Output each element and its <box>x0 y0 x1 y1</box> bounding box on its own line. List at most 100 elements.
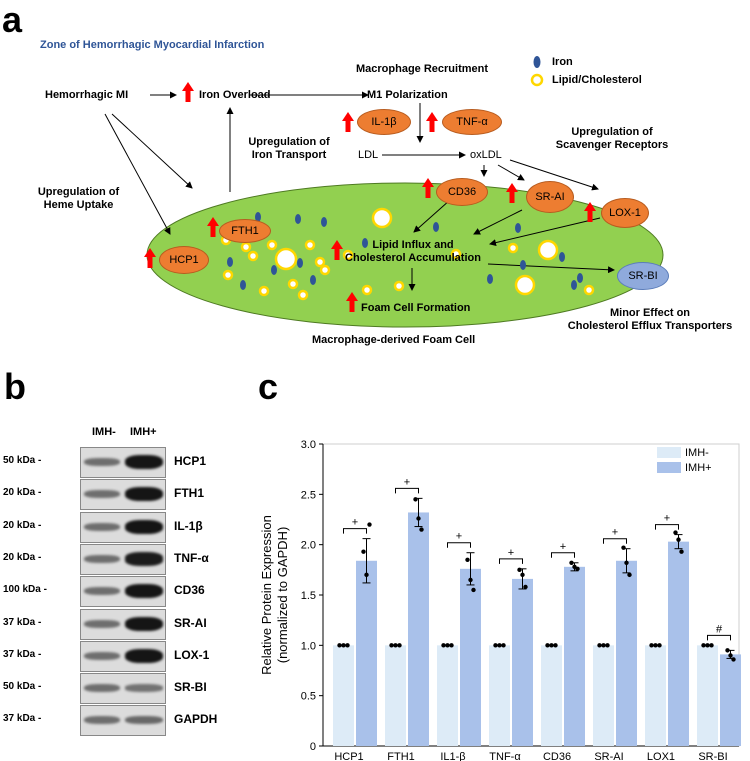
band-imh-plus <box>125 487 163 502</box>
fth1-node: FTH1 <box>219 219 271 243</box>
il1b-node: IL-1β <box>357 109 411 135</box>
data-point <box>601 643 606 648</box>
blot-strip <box>80 640 166 672</box>
x-tick-label: SR-AI <box>594 751 623 761</box>
blot-kda-marker: 50 kDa - <box>3 455 42 466</box>
blot-strip <box>80 447 166 478</box>
m1-polarization-label: M1 Polarization <box>367 89 448 101</box>
significance-mark: + <box>404 476 410 488</box>
data-point <box>361 549 366 554</box>
data-point <box>520 572 525 578</box>
significance-bracket <box>551 552 575 558</box>
significance-mark: # <box>716 623 723 635</box>
lox1-node: LOX-1 <box>601 198 649 228</box>
data-point <box>416 516 421 521</box>
data-point <box>649 643 654 648</box>
data-point <box>627 572 632 578</box>
significance-bracket <box>343 528 367 534</box>
blot-kda-marker: 50 kDa - <box>3 681 42 693</box>
data-point <box>419 527 424 532</box>
band-imh-minus <box>84 458 120 466</box>
data-point <box>621 545 626 550</box>
data-point <box>364 572 369 578</box>
pathway-arrows <box>104 91 615 291</box>
band-imh-plus <box>125 716 163 725</box>
legend-iron-icon <box>533 56 541 68</box>
x-tick-label: IL1-β <box>440 751 465 761</box>
data-point <box>676 537 681 542</box>
blot-protein-label: SR-AI <box>174 615 207 630</box>
zone-title: Zone of Hemorrhagic Myocardial Infarctio… <box>40 39 265 51</box>
band-imh-plus <box>125 616 163 631</box>
significance-bracket <box>707 634 731 641</box>
significance-mark: + <box>352 517 358 529</box>
x-tick-label: FTH1 <box>387 751 415 761</box>
blot-strip <box>80 576 166 608</box>
significance-mark: + <box>456 531 462 543</box>
data-point <box>497 643 502 648</box>
ldl-label: LDL <box>358 149 379 161</box>
blot-strip <box>80 705 166 737</box>
band-imh-plus <box>125 455 163 469</box>
lipid-droplets <box>220 207 595 301</box>
data-point <box>657 643 662 648</box>
bar-imh-plus <box>512 578 533 746</box>
blot-strip <box>80 543 166 575</box>
data-point <box>553 643 558 648</box>
panel-letter-b: b <box>4 366 26 407</box>
legend-lipid-icon <box>530 73 544 87</box>
data-point <box>709 643 714 648</box>
blot-protein-label: SR-BI <box>174 680 207 695</box>
legend-swatch <box>657 462 681 473</box>
band-imh-minus <box>84 522 120 531</box>
panel-letter-a: a <box>2 0 23 40</box>
iron-transport-label: Upregulation of Iron Transport <box>248 136 330 162</box>
band-imh-minus <box>84 716 120 725</box>
x-tick-label: HCP1 <box>334 751 363 761</box>
data-point <box>597 643 602 648</box>
y-tick-label: 0.5 <box>301 691 316 703</box>
heme-uptake-label: Upregulation of Heme Uptake <box>37 186 120 212</box>
bar-imh-minus <box>541 645 562 746</box>
bar-imh-plus <box>408 512 429 746</box>
blot-protein-label: LOX-1 <box>174 647 210 662</box>
y-tick-label: 3.0 <box>301 439 316 451</box>
iron-overload-label: Iron Overload <box>199 89 271 101</box>
bar-imh-plus <box>668 541 689 746</box>
data-point <box>728 653 733 658</box>
blot-strip <box>80 511 166 543</box>
tnfa-node: TNF-α <box>442 109 502 135</box>
legend-iron-label: Iron <box>552 56 573 68</box>
y-tick-label: 0 <box>310 741 316 753</box>
data-point <box>345 643 350 648</box>
significance-bracket <box>603 538 627 544</box>
macrophage-recruitment-label: Macrophage Recruitment <box>356 63 489 75</box>
data-point <box>673 530 678 535</box>
data-point <box>445 643 450 648</box>
data-point <box>605 643 610 648</box>
data-point <box>731 657 736 662</box>
blot-header-imh-plus: IMH+ <box>130 426 157 438</box>
blot-kda-marker: 20 kDa - <box>3 551 42 563</box>
data-point <box>468 577 473 583</box>
bar-imh-minus <box>333 645 354 746</box>
panel-letter-c: c <box>258 366 279 407</box>
data-point <box>545 643 550 648</box>
blot-protein-label: HCP1 <box>174 454 207 468</box>
data-point <box>679 549 684 554</box>
hcp1-node: HCP1 <box>159 246 209 274</box>
hemorrhagic-mi-label: Hemorrhagic MI <box>45 89 129 101</box>
data-point <box>341 643 346 648</box>
data-point <box>501 643 506 648</box>
iron-particles <box>227 212 583 290</box>
band-imh-minus <box>84 684 120 693</box>
data-point <box>624 560 629 565</box>
bar-imh-minus <box>645 645 666 746</box>
data-point <box>449 643 454 648</box>
significance-bracket <box>395 487 419 494</box>
blot-strip <box>80 673 166 705</box>
legend-lipid-label: Lipid/Cholesterol <box>552 74 642 86</box>
lipid-influx-label: Lipid Influx and Cholesterol Accumulatio… <box>345 239 481 265</box>
bar-imh-plus <box>356 560 377 746</box>
